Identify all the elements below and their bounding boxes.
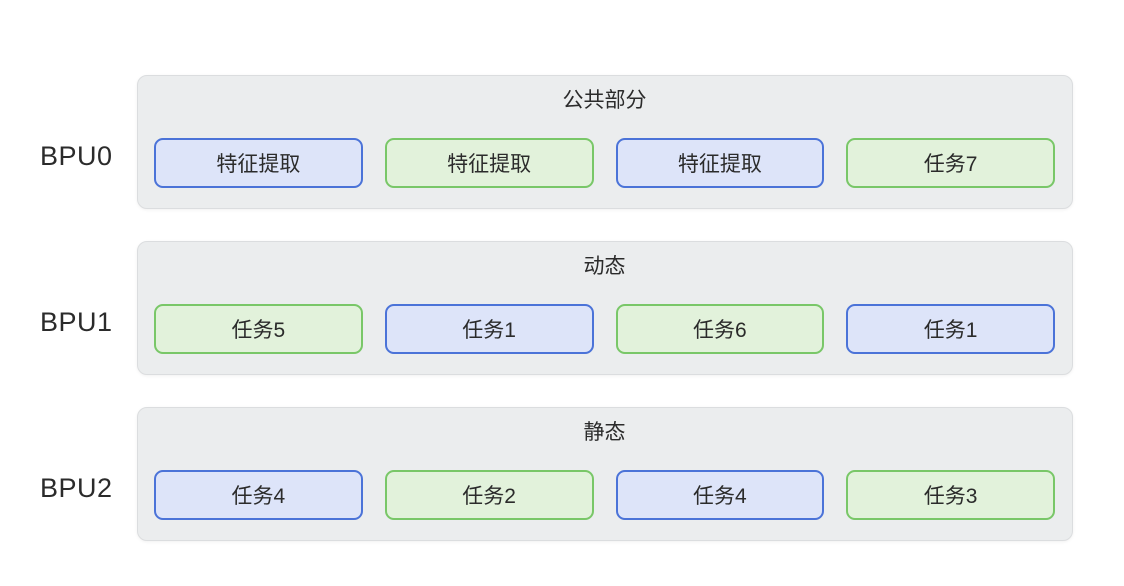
bpu-row: BPU1 动态 任务5 任务1 任务6 任务1 bbox=[0, 241, 1124, 375]
task-box-row: 任务4 任务2 任务4 任务3 bbox=[154, 470, 1055, 520]
task-box-label: 任务2 bbox=[462, 485, 516, 508]
task-box-label: 任务7 bbox=[923, 153, 978, 176]
task-box: 任务3 bbox=[846, 470, 1055, 520]
bpu-row: BPU2 静态 任务4 任务2 任务4 任务3 bbox=[0, 407, 1124, 541]
task-box-label: 特征提取 bbox=[216, 153, 301, 176]
task-box: 任务5 bbox=[154, 304, 363, 354]
task-box: 任务1 bbox=[384, 304, 594, 354]
task-box: 特征提取 bbox=[615, 138, 825, 188]
bpu-panel: 静态 任务4 任务2 任务4 任务3 bbox=[137, 407, 1073, 541]
bpu-label: BPU1 bbox=[40, 307, 113, 337]
panel-title: 公共部分 bbox=[562, 89, 647, 112]
task-box: 任务4 bbox=[615, 470, 825, 520]
bpu-row: BPU0 公共部分 特征提取 特征提取 特征提取 任务7 bbox=[0, 75, 1124, 209]
task-box-label: 任务4 bbox=[231, 485, 286, 508]
task-box: 任务6 bbox=[615, 304, 825, 354]
task-box: 特征提取 bbox=[384, 138, 594, 188]
task-box-label: 特征提取 bbox=[447, 153, 532, 176]
task-box: 任务4 bbox=[154, 470, 363, 520]
task-box-row: 特征提取 特征提取 特征提取 任务7 bbox=[154, 138, 1055, 188]
task-box-label: 任务5 bbox=[231, 319, 286, 342]
panel-title: 动态 bbox=[583, 255, 626, 278]
task-box-row: 任务5 任务1 任务6 任务1 bbox=[154, 304, 1055, 354]
task-box-label: 任务3 bbox=[923, 485, 978, 508]
task-box: 任务1 bbox=[846, 304, 1055, 354]
task-box-label: 特征提取 bbox=[677, 153, 762, 176]
panel-title: 静态 bbox=[583, 421, 626, 444]
bpu-label: BPU0 bbox=[40, 141, 113, 171]
task-box-label: 任务1 bbox=[462, 319, 516, 342]
task-box: 任务7 bbox=[846, 138, 1055, 188]
bpu-panel: 公共部分 特征提取 特征提取 特征提取 任务7 bbox=[137, 75, 1073, 209]
task-box-label: 任务4 bbox=[693, 485, 747, 508]
bpu-label: BPU2 bbox=[40, 473, 113, 503]
task-box: 特征提取 bbox=[154, 138, 363, 188]
task-box-label: 任务1 bbox=[923, 319, 978, 342]
task-box: 任务2 bbox=[384, 470, 594, 520]
bpu-panel: 动态 任务5 任务1 任务6 任务1 bbox=[137, 241, 1073, 375]
task-box-label: 任务6 bbox=[693, 319, 747, 342]
